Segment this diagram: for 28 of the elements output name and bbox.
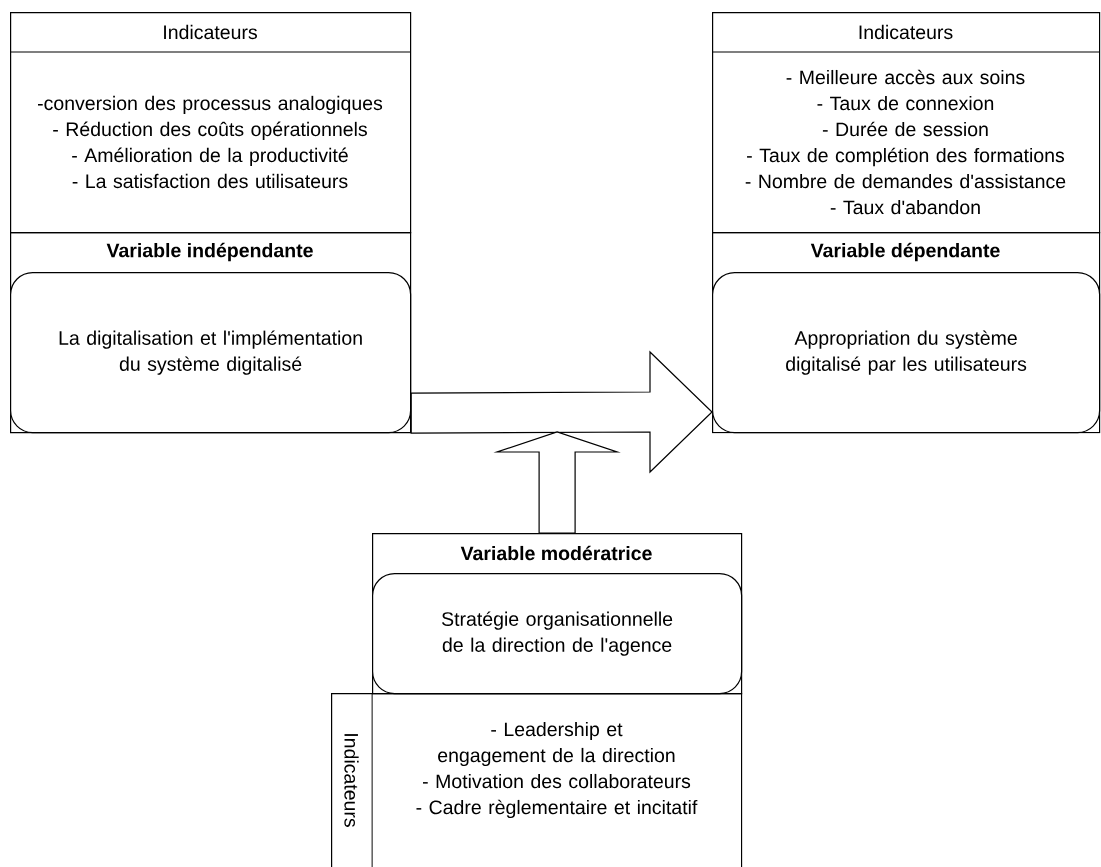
heading: Indicateurs [164,24,257,40]
heading: Variable indépendante [106,242,313,262]
heading: Indicateurs [859,24,953,40]
block-arrow [410,350,713,474]
node-label: - Réduction des coûts opérationnels [53,121,367,141]
heading: Variable dépendante [810,242,1000,262]
indicator-box [331,692,743,867]
node-label: - Taux de connexion [817,95,994,111]
node-label: - La satisfaction des utilisateurs [72,173,348,189]
node-label: - Durée de session [822,121,988,137]
rounded-box: Appropriation du système digitalisé par les utilisateurs [712,272,1101,434]
block-arrow [493,431,621,534]
heading: Variable modératrice [460,545,652,561]
node-label: -conversion des processus analogiques [37,95,383,115]
indicator-list: - Meilleure accès aux soins - Taux de connexion - Durée de session - Taux de complétion des formations - Nombre de demandes d'assistance - Taux d'abandon [745,69,1066,215]
rounded-box: La digitalisation et l'implémentation du système digitalisé [10,272,412,434]
node-label: - Taux d'abandon [830,199,980,215]
indicator-box [711,12,1101,234]
rounded-box: Stratégie organisationnelle de la direction de l'agence [372,573,743,695]
variable-box [712,232,1101,434]
node-label: - Meilleure accès aux soins [786,69,1025,85]
node-label: - Amélioration de la productivité [72,147,348,167]
indicator-list: -conversion des processus analogiques - Réduction des coûts opérationnels - Amélioration de la productivité - La satisfaction des utilisateurs [38,95,383,189]
node-label: - Nombre de demandes d'assistance [745,173,1066,189]
indicator-box [9,12,412,234]
indicator-list: - Leadership et engagement de la direction - Motivation des collaborateurs - Cadre règlementaire et incitatif [416,721,698,819]
node-label: - Taux de complétion des formations [747,147,1065,167]
heading: Indicateurs [344,734,359,827]
